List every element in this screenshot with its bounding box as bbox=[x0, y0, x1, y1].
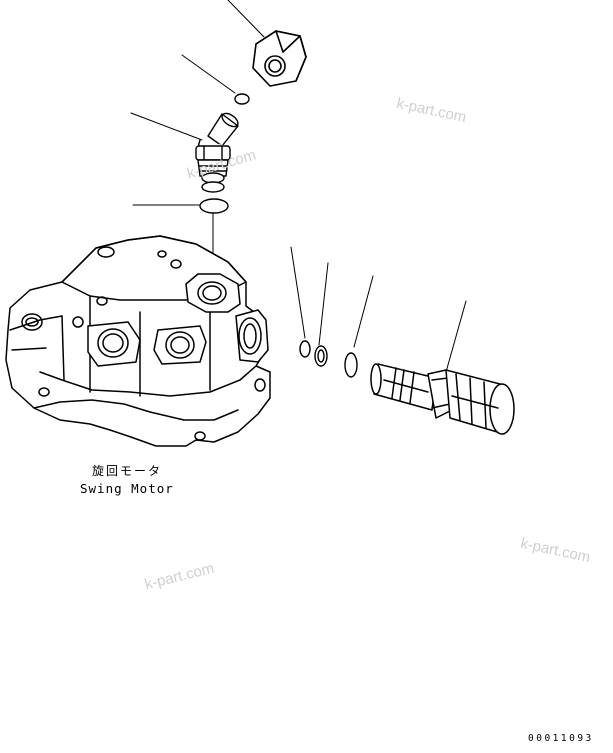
leader-line-washer-1 bbox=[290, 246, 306, 339]
leader-line-elbow bbox=[130, 112, 203, 141]
swing-motor-housing bbox=[5, 235, 271, 447]
leader-lines bbox=[130, 0, 467, 373]
swing-motor-label-jp: 旋回モータ bbox=[92, 464, 163, 478]
small-o-ring bbox=[234, 93, 250, 105]
backup-ring bbox=[314, 345, 328, 367]
figure-code: 00011093 bbox=[528, 733, 594, 744]
leader-line-nut bbox=[227, 0, 265, 38]
seal-ring bbox=[344, 352, 358, 378]
swing-motor-label-en: Swing Motor bbox=[80, 481, 174, 496]
hex-nut bbox=[252, 30, 307, 87]
leader-line-washer-2 bbox=[318, 262, 329, 346]
leader-line-cartridge bbox=[445, 300, 467, 373]
valve-cartridge bbox=[370, 363, 515, 435]
washer-1 bbox=[299, 340, 311, 358]
leader-line-small-oring bbox=[181, 54, 236, 94]
elbow-fitting bbox=[195, 112, 239, 193]
leader-line-seal-ring bbox=[353, 275, 374, 348]
o-ring bbox=[199, 198, 229, 214]
